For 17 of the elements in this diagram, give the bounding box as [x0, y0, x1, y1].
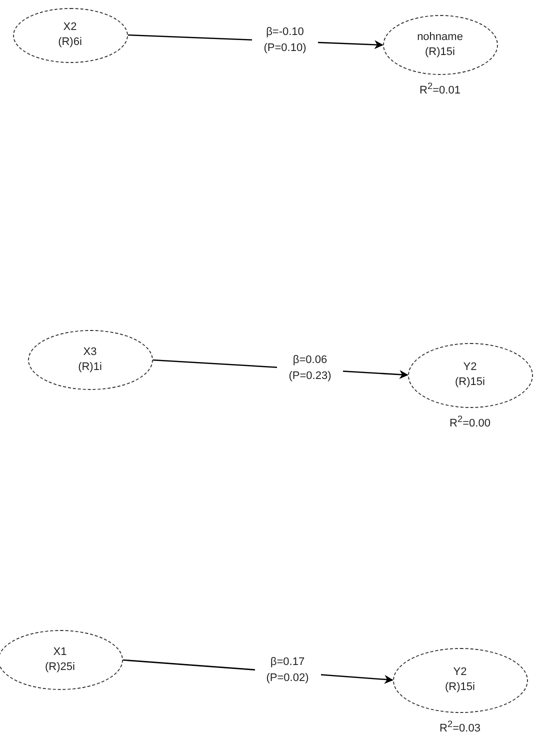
variable-name: nohname — [417, 30, 463, 45]
variable-name: Y2 — [453, 665, 467, 680]
indicator-count: (R)15i — [455, 375, 485, 390]
variable-name: X1 — [53, 645, 67, 660]
edge-label: β=-0.10 (P=0.10) — [252, 24, 318, 56]
indicator-count: (R)15i — [425, 45, 455, 60]
indicator-count: (R)25i — [45, 660, 75, 675]
variable-name: X3 — [83, 345, 97, 360]
variable-name: X2 — [63, 20, 77, 35]
r-squared-label: R$^{2}$=0.01 — [420, 81, 460, 97]
variable-name: Y2 — [463, 360, 477, 375]
indicator-count: (R)6i — [58, 35, 82, 50]
r-squared-label: R$^{2}$=0.03 — [440, 718, 480, 734]
indicator-count: (R)15i — [445, 680, 475, 695]
r-squared-label: R$^{2}$=0.00 — [450, 414, 490, 430]
edge-label: β=0.17 (P=0.02) — [254, 654, 320, 686]
indicator-count: (R)1i — [78, 360, 102, 375]
